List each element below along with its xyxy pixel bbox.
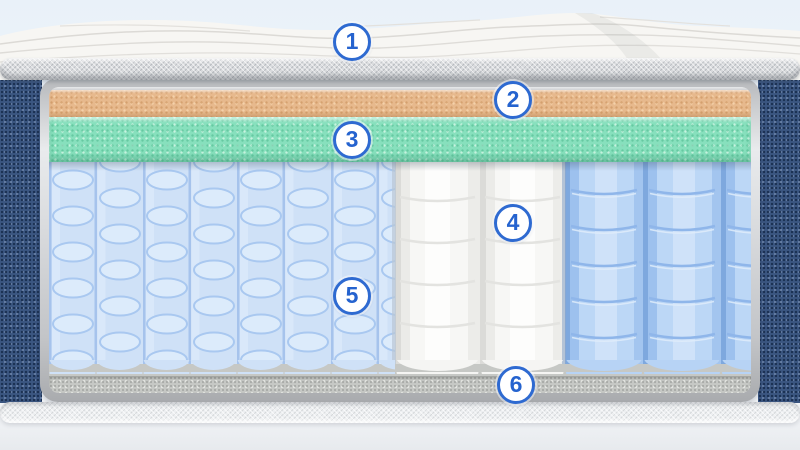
layer-6-base (49, 376, 751, 393)
badge-3-number: 3 (345, 125, 359, 152)
layer-5-badge: 5 (333, 277, 371, 315)
coil-layer (49, 162, 751, 376)
layer-2-tan-foam (49, 90, 751, 117)
badge-6-number: 6 (509, 370, 523, 397)
cover-mesh-band (0, 58, 800, 80)
layer-3-green-foam (49, 117, 751, 162)
bottom-fabric-band (0, 402, 800, 423)
mattress-core-frame (40, 78, 760, 402)
mattress-core (49, 87, 751, 393)
side-panel-left (0, 74, 42, 403)
side-panel-right (758, 74, 800, 403)
badge-5-number: 5 (345, 281, 359, 308)
frame-top-sliver (49, 87, 751, 90)
layer-1-badge: 1 (333, 23, 371, 61)
layer-6-badge: 6 (497, 366, 535, 404)
layer-4-badge: 4 (494, 204, 532, 242)
coil-graphic (49, 162, 751, 376)
layer-3-badge: 3 (333, 121, 371, 159)
layer-2-badge: 2 (494, 81, 532, 119)
badge-1-number: 1 (345, 27, 359, 54)
badge-2-number: 2 (506, 85, 520, 112)
badge-4-number: 4 (506, 208, 520, 235)
